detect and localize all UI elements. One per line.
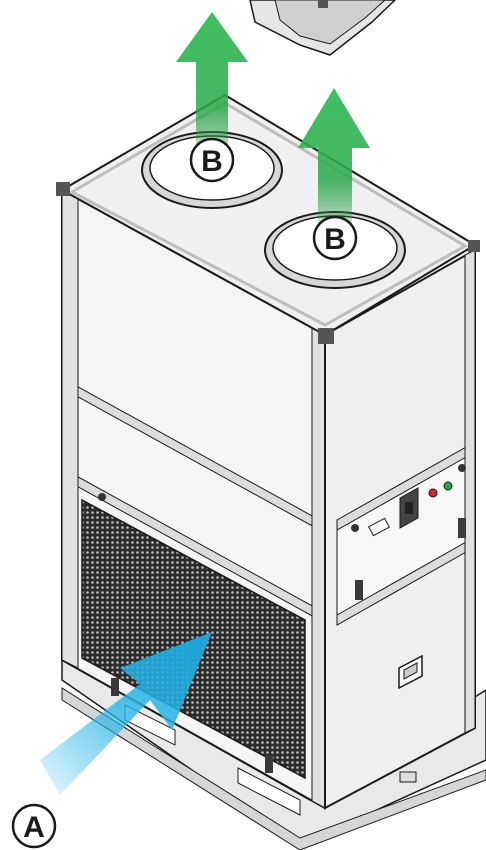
exhaust-arrow-1	[176, 12, 248, 160]
label-a: A	[11, 803, 57, 849]
upper-unit-base	[249, 0, 397, 56]
label-a-text: A	[23, 811, 45, 844]
rotary-switch-icon[interactable]	[399, 487, 419, 529]
latch-icon	[265, 755, 273, 773]
exhaust-arrow-2	[298, 88, 370, 230]
handle-icon[interactable]	[398, 654, 423, 690]
intake-grille	[81, 498, 306, 780]
label-b-2-text: B	[324, 223, 346, 256]
label-b-2: B	[312, 215, 358, 261]
unit-side-face	[324, 248, 476, 810]
label-b-1: B	[189, 137, 235, 183]
intake-arrow	[40, 632, 212, 795]
status-indicator-green	[443, 481, 453, 491]
unit-front-face	[61, 188, 326, 810]
display-slot	[368, 517, 390, 537]
label-b-1-text: B	[201, 145, 223, 178]
status-indicator-red	[428, 488, 438, 498]
